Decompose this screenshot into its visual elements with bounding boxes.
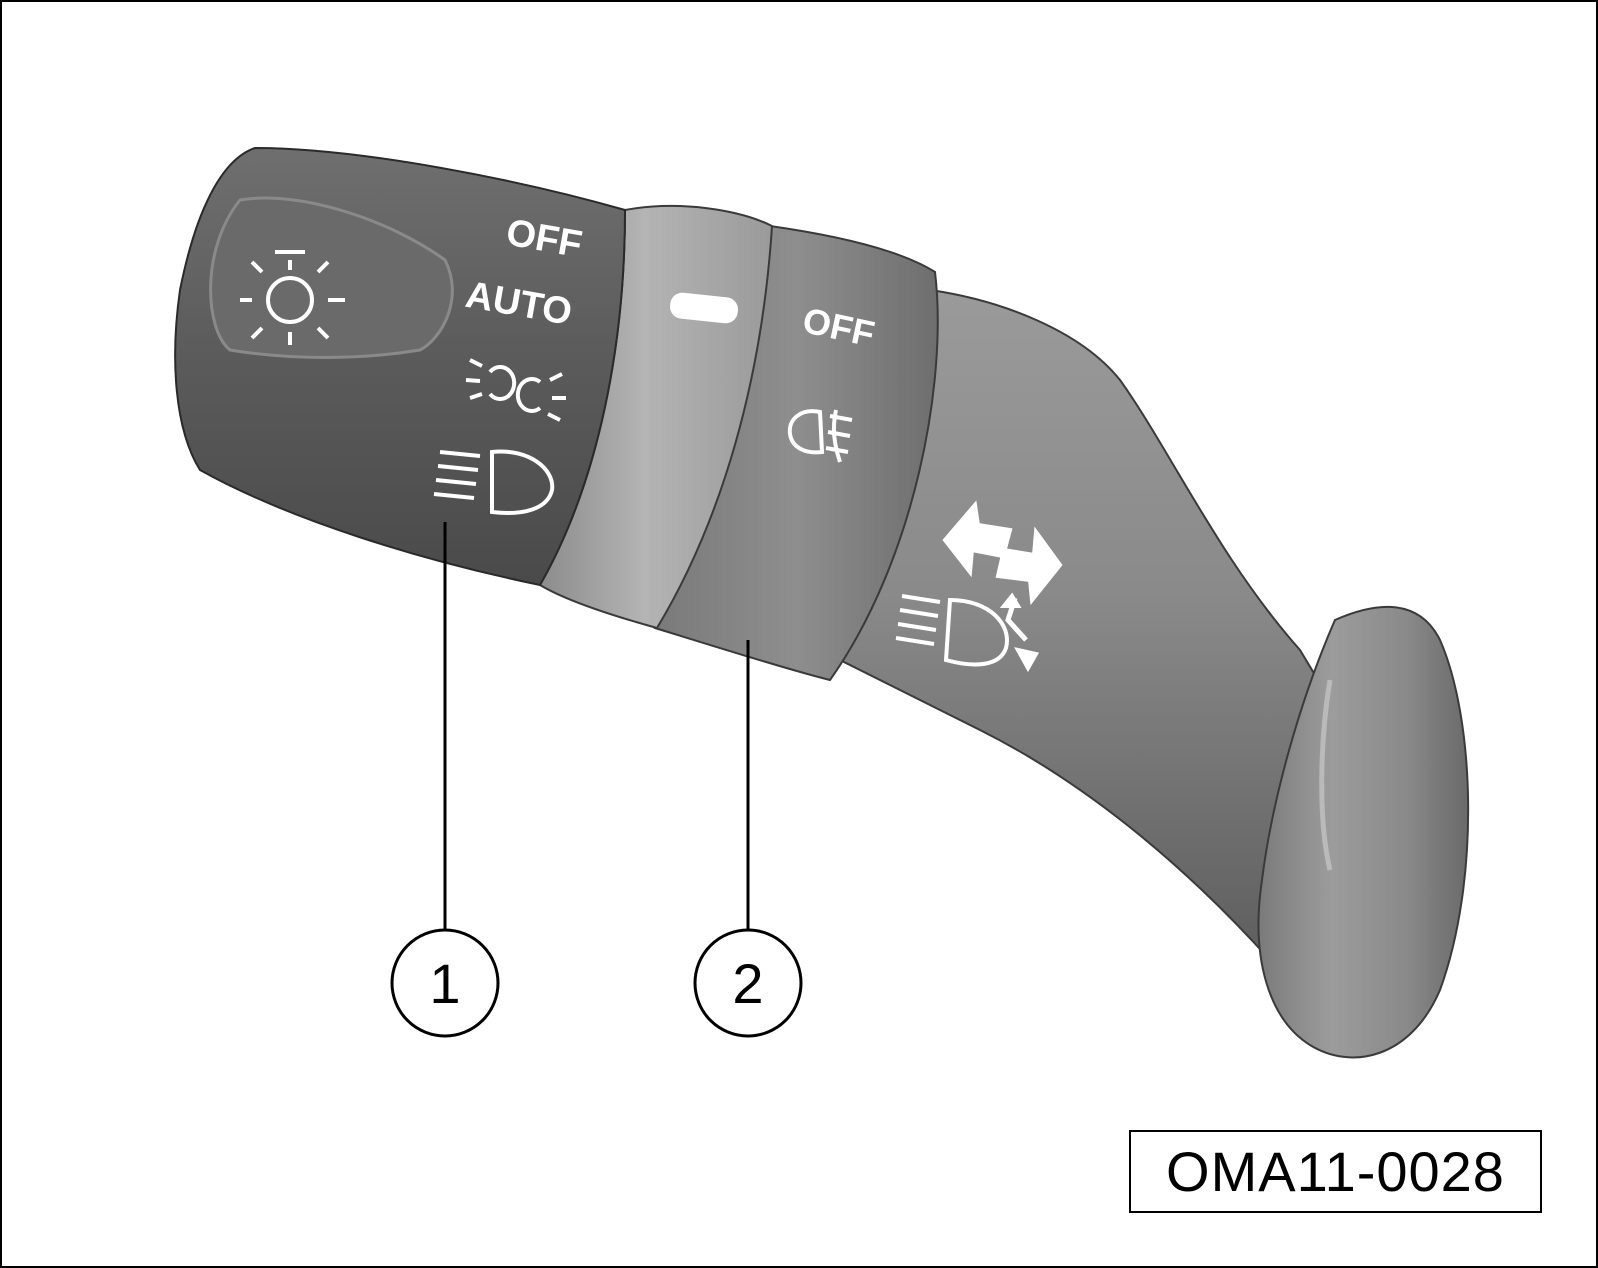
high-beam-headlight-icon [895, 592, 1040, 673]
headlight-switch-symbol-icon [240, 250, 345, 345]
lever-tip [174, 146, 627, 587]
fog-light-icon [787, 409, 853, 463]
high-beam-flash-arrows-icon [942, 500, 1063, 606]
parking-lights-icon [465, 358, 566, 422]
lever-end-knob [1257, 605, 1470, 1059]
callout-2: 2 [693, 928, 803, 1038]
figure-code: OMA11-0028 [1129, 1130, 1542, 1213]
callout-1-number: 1 [429, 952, 460, 1015]
ring-indicator-mark [670, 292, 738, 324]
low-beam-headlight-icon [433, 449, 555, 515]
callout-2-number: 2 [732, 952, 763, 1015]
callout-1: 1 [390, 928, 500, 1038]
headlight-switch-ring[interactable] [538, 205, 774, 630]
